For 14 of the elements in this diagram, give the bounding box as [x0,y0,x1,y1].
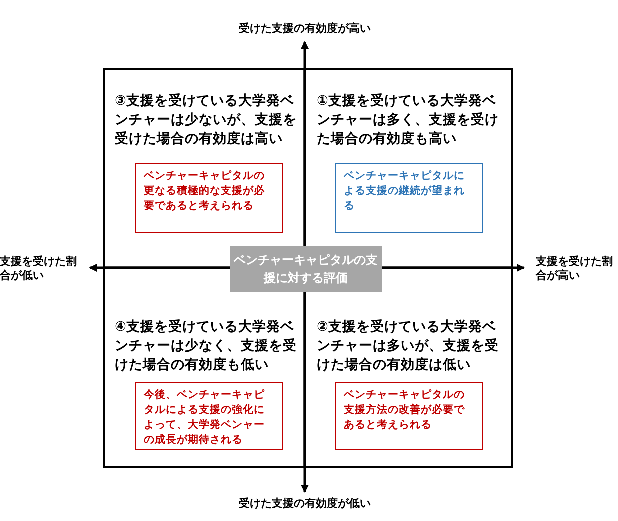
note-box: ベンチャーキャピタルの更なる積極的な支援が必要であると考えられる [135,163,283,233]
quadrant-heading: ④支援を受けている大学発ベンチャーは少なく、支援を受けた場合の有効度も低い [115,318,298,375]
axis-label: 支援を受けた割合が高い [536,255,614,283]
note-box: 今後、ベンチャーキャピタルによる支援の強化によって、大学発ベンャーの成長が期待される [135,382,283,450]
quadrant-heading: ②支援を受けている大学発ベンチャーは多いが、支援を受けた場合の有効度は低い [317,318,500,375]
quadrant-heading: ①支援を受けている大学発ベンチャーは多く、支援を受けた場合の有効度も高い [317,92,500,149]
quadrant-frame [103,68,513,468]
note-box: ベンチャーキャピタルによる支援の継続が望まれる [335,163,483,233]
axis-label: 支援を受けた割合が低い [0,255,78,283]
axis-label: 受けた支援の有効度が高い [238,22,372,36]
center-label: ベンチャーキャピタルの支援に対する評価 [230,246,382,292]
quadrant-heading: ③支援を受けている大学発ベンチャーは少ないが、支援を受けた場合の有効度は高い [115,92,298,149]
note-box: ベンチャーキャピタルの支援方法の改善が必要であると考えられる [335,382,483,450]
axis-label: 受けた支援の有効度が低い [238,497,372,511]
